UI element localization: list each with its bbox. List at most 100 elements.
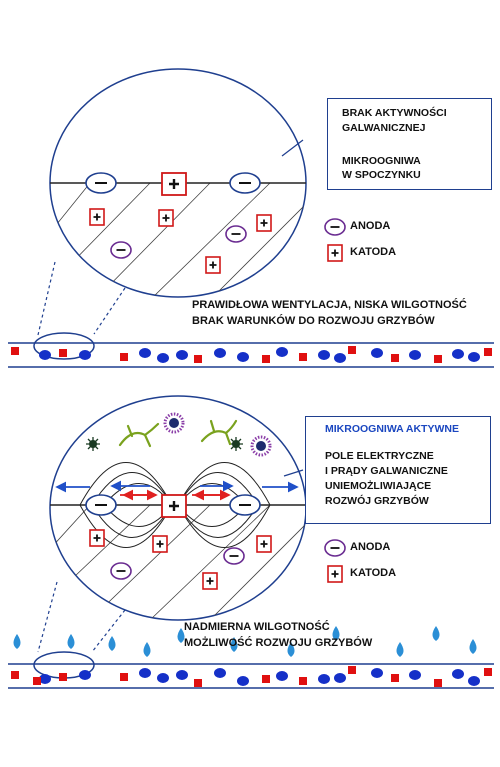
spore-cluster-icon	[250, 435, 272, 457]
bottom-box-title: MIKROOGNIWA AKTYWNE	[325, 423, 459, 435]
anode-particle	[176, 350, 188, 360]
anode-particle	[371, 348, 383, 358]
top-callout-line	[281, 139, 304, 157]
top-box-line4: W SPOCZYNKU	[342, 169, 421, 181]
water-drop-icon	[108, 636, 116, 651]
anode-particle	[39, 350, 51, 360]
bottom-legend-anode-icon	[324, 539, 346, 557]
water-drop-icon	[432, 626, 440, 641]
cathode-particle	[262, 675, 270, 683]
top-box-line2: GALWANICZNEJ	[342, 122, 426, 134]
mold-spore-icon	[86, 437, 100, 451]
anode-particle	[79, 670, 91, 680]
water-drop-icon	[469, 639, 477, 654]
anode-particle	[157, 353, 169, 363]
anode-particle	[409, 350, 421, 360]
top-strip-particles	[11, 346, 492, 363]
anode-particle	[409, 670, 421, 680]
top-cathode-3	[256, 214, 272, 232]
bottom-box-line2: I PRĄDY GALWANICZNE	[325, 465, 448, 477]
top-box-line1: BRAK AKTYWNOŚCI	[342, 107, 447, 119]
anode-particle	[276, 671, 288, 681]
water-drop-icon	[332, 626, 340, 641]
anode-particle	[452, 349, 464, 359]
anode-particle	[214, 668, 226, 678]
top-anode-1	[110, 241, 132, 259]
bottom-anode-big-left	[85, 494, 117, 516]
anode-particle	[139, 348, 151, 358]
bottom-anode-big-right	[229, 494, 261, 516]
cathode-particle	[299, 353, 307, 361]
anode-particle	[139, 668, 151, 678]
top-box-line3: MIKROOGNIWA	[342, 155, 421, 167]
anode-particle	[237, 352, 249, 362]
cathode-particle	[33, 677, 41, 685]
anode-particle	[468, 676, 480, 686]
cathode-particle	[348, 346, 356, 354]
water-drop-icon	[230, 637, 238, 652]
cathode-particle	[484, 348, 492, 356]
top-anode-big-right	[229, 172, 261, 194]
cathode-particle	[11, 347, 19, 355]
anode-particle	[79, 350, 91, 360]
cathode-particle	[120, 353, 128, 361]
cathode-particle	[484, 668, 492, 676]
bottom-caption-line1: NADMIERNA WILGOTNOŚĆ	[184, 621, 330, 633]
top-caption-line2: BRAK WARUNKÓW DO ROZWOJU GRZYBÓW	[192, 315, 435, 327]
bottom-callout-line	[283, 469, 304, 477]
cathode-particle	[59, 673, 67, 681]
top-panel	[8, 68, 494, 368]
top-legend-cathode-icon	[327, 244, 343, 262]
anode-particle	[371, 668, 383, 678]
top-cathode-big	[160, 171, 188, 197]
top-legend-anode-label: ANODA	[350, 220, 391, 232]
water-drop-icon	[67, 634, 75, 649]
top-zoom-ellipse	[33, 332, 95, 360]
bottom-box-line3: UNIEMOŻLIWIAJĄCE	[325, 480, 432, 492]
bottom-cathode-1	[89, 529, 105, 547]
water-drop-icon	[13, 634, 21, 649]
water-drop-icon	[396, 642, 404, 657]
bottom-box-line1: POLE ELEKTRYCZNE	[325, 450, 434, 462]
bottom-zoom-line-left	[37, 581, 58, 653]
anode-particle	[157, 673, 169, 683]
top-cathode-4	[205, 256, 221, 274]
cathode-particle	[391, 674, 399, 682]
bottom-legend-cathode-label: KATODA	[350, 567, 397, 579]
cathode-particle	[59, 349, 67, 357]
anode-particle	[176, 670, 188, 680]
cathode-particle	[194, 355, 202, 363]
top-anode-big-left	[85, 172, 117, 194]
bottom-cathode-3	[256, 535, 272, 553]
cathode-particle	[299, 677, 307, 685]
water-drop-icon	[143, 642, 151, 657]
bottom-legend-anode-label: ANODA	[350, 541, 391, 553]
top-legend-cathode-label: KATODA	[350, 246, 397, 258]
anode-particle	[334, 353, 346, 363]
anode-particle	[276, 347, 288, 357]
bottom-caption-line2: MOŻLIWOŚĆ ROZWOJU GRZYBÓW	[184, 637, 373, 649]
cathode-particle	[434, 355, 442, 363]
anode-particle	[39, 674, 51, 684]
top-caption-line1: PRAWIDŁOWA WENTYLACJA, NISKA WILGOTNOŚĆ	[192, 299, 467, 311]
anode-particle	[452, 669, 464, 679]
top-cathode-2	[158, 209, 174, 227]
cathode-particle	[391, 354, 399, 362]
water-drop-icon	[287, 642, 295, 657]
current-arrows	[55, 480, 299, 501]
mold-spore-icon	[229, 437, 243, 451]
cathode-particle	[262, 355, 270, 363]
top-zoom-line-left	[37, 261, 56, 336]
bottom-cathode-4	[202, 572, 218, 590]
anode-particle	[214, 348, 226, 358]
cathode-particle	[348, 666, 356, 674]
top-legend-anode-icon	[324, 218, 346, 236]
bottom-anode-1	[110, 562, 132, 580]
bottom-strip-particles	[11, 666, 492, 687]
top-anode-2	[225, 225, 247, 243]
cathode-particle	[11, 671, 19, 679]
water-droplets	[13, 626, 477, 657]
top-zoom-line-right	[93, 287, 126, 335]
cathode-particle	[194, 679, 202, 687]
